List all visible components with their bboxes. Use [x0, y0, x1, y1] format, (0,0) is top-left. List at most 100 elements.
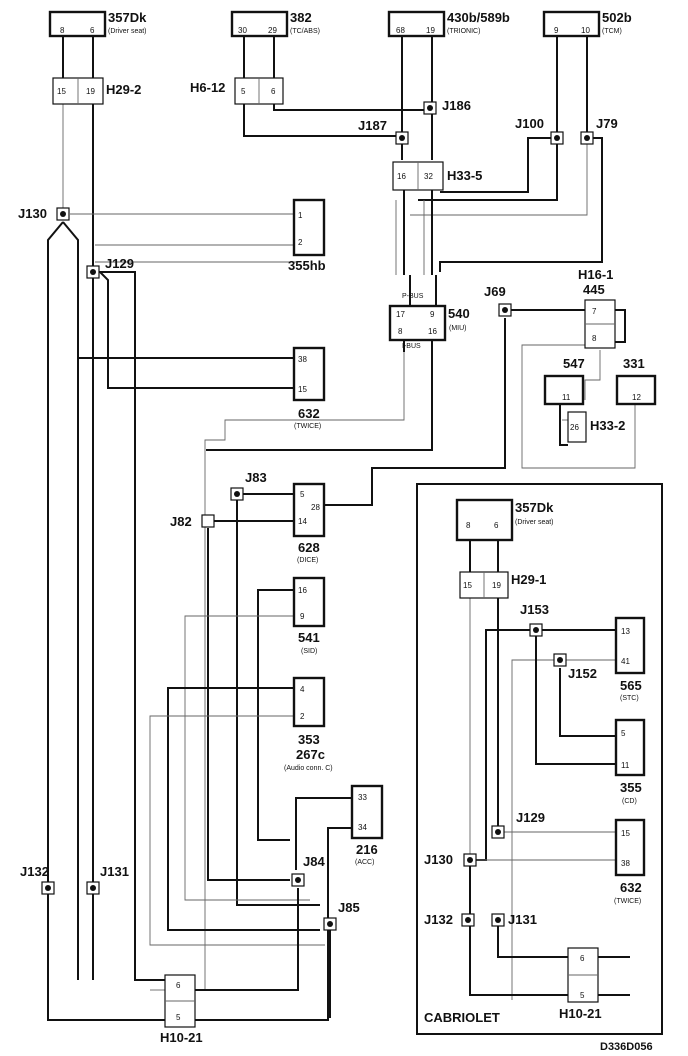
svg-text:15: 15	[621, 829, 630, 838]
component-382: 30 29 382 (TC/ABS)	[230, 10, 320, 38]
svg-text:355: 355	[620, 780, 642, 795]
svg-text:6: 6	[90, 26, 95, 35]
svg-text:5: 5	[300, 490, 305, 499]
junction-j69: J69	[484, 284, 512, 317]
svg-text:11: 11	[562, 393, 571, 402]
svg-text:(Audio conn. C): (Audio conn. C)	[284, 765, 333, 772]
svg-text:15: 15	[463, 581, 472, 590]
svg-text:H29-1: H29-1	[511, 572, 546, 587]
junction-j131: J131	[86, 864, 129, 895]
svg-text:28: 28	[311, 503, 320, 512]
svg-text:2: 2	[300, 712, 305, 721]
component-632-main: 38 15 632 (TWICE)	[292, 346, 326, 430]
svg-text:6: 6	[176, 981, 181, 990]
svg-text:J100: J100	[515, 116, 544, 131]
connector-h29-1: 15 19 H29-1	[459, 571, 546, 599]
svg-text:16: 16	[428, 327, 437, 336]
svg-text:J79: J79	[596, 116, 618, 131]
svg-text:540: 540	[448, 306, 470, 321]
svg-text:J129: J129	[105, 256, 134, 271]
svg-text:J131: J131	[508, 912, 537, 927]
svg-text:5: 5	[176, 1013, 181, 1022]
svg-text:J130: J130	[18, 206, 47, 221]
svg-text:J152: J152	[568, 666, 597, 681]
svg-text:(CD): (CD)	[622, 798, 637, 805]
component-632-cab: 15 38 632 (TWICE)	[614, 818, 646, 905]
svg-text:353: 353	[298, 732, 320, 747]
svg-text:(ACC): (ACC)	[355, 859, 374, 866]
svg-text:502b: 502b	[602, 10, 632, 25]
svg-text:357Dk: 357Dk	[515, 500, 554, 515]
junction-j129: J129	[86, 256, 134, 279]
junction-j130: J130	[18, 206, 70, 221]
svg-text:5: 5	[621, 729, 626, 738]
cabriolet-label: CABRIOLET	[424, 1010, 500, 1025]
svg-text:9: 9	[430, 310, 435, 319]
svg-text:J186: J186	[442, 98, 471, 113]
svg-text:H33-2: H33-2	[590, 418, 625, 433]
svg-text:2: 2	[298, 238, 303, 247]
connector-h33-2: 26 H33-2	[567, 411, 625, 443]
svg-text:J69: J69	[484, 284, 506, 299]
connector-h29-2: 15 19 H29-2	[52, 77, 141, 105]
component-353-267c: 4 2 353 267c (Audio conn. C)	[284, 676, 333, 772]
svg-text:357Dk: 357Dk	[108, 10, 147, 25]
svg-text:J131: J131	[100, 864, 129, 879]
svg-text:8: 8	[592, 334, 597, 343]
svg-text:(TCM): (TCM)	[602, 28, 622, 35]
component-547: 547 11	[543, 356, 585, 406]
svg-text:5: 5	[580, 991, 585, 1000]
svg-text:16: 16	[397, 172, 406, 181]
svg-text:26: 26	[570, 423, 579, 432]
svg-text:628: 628	[298, 540, 320, 555]
component-541-sid: 16 9 541 (SID)	[292, 576, 326, 655]
svg-text:331: 331	[623, 356, 645, 371]
svg-text:J82: J82	[170, 514, 192, 529]
svg-text:J129: J129	[516, 810, 545, 825]
svg-text:P-BUS: P-BUS	[402, 293, 424, 300]
svg-text:8: 8	[60, 26, 65, 35]
svg-text:15: 15	[57, 87, 66, 96]
svg-text:H10-21: H10-21	[559, 1006, 602, 1021]
component-357dk-top: 8 6 357Dk (Driver seat)	[48, 10, 147, 38]
junction-j85: J85	[323, 900, 360, 931]
svg-text:H10-21: H10-21	[160, 1030, 203, 1045]
svg-text:15: 15	[298, 385, 307, 394]
svg-text:41: 41	[621, 657, 630, 666]
svg-text:541: 541	[298, 630, 320, 645]
svg-text:565: 565	[620, 678, 642, 693]
svg-text:38: 38	[621, 859, 630, 868]
svg-text:267c: 267c	[296, 747, 325, 762]
component-331: 331 12	[615, 356, 657, 406]
svg-text:32: 32	[424, 172, 433, 181]
svg-text:(Driver seat): (Driver seat)	[515, 519, 554, 526]
svg-text:J83: J83	[245, 470, 267, 485]
connector-h6-12: 5 6 H6-12	[190, 77, 284, 105]
svg-text:30: 30	[238, 26, 247, 35]
junction-j83: J83	[230, 470, 267, 501]
figure-id: D336D056	[600, 1041, 653, 1053]
junction-j129-cab: J129	[491, 810, 545, 839]
svg-text:J187: J187	[358, 118, 387, 133]
connector-h10-21-cab: 6 5 H10-21	[559, 947, 602, 1021]
svg-text:8: 8	[466, 521, 471, 530]
connector-h16-1: H16-1 445 7 8	[578, 267, 616, 349]
component-502b: 9 10 502b (TCM)	[542, 10, 632, 38]
svg-text:19: 19	[426, 26, 435, 35]
svg-text:5: 5	[241, 87, 246, 96]
junction-j131-cab: J131	[491, 912, 537, 927]
junction-j132: J132	[20, 864, 55, 895]
junctions: J186 J187 J100 J79 J130 J129 J69 J83 J82…	[18, 98, 618, 931]
svg-text:16: 16	[298, 586, 307, 595]
svg-text:34: 34	[358, 823, 367, 832]
svg-text:4: 4	[300, 685, 305, 694]
svg-text:355hb: 355hb	[288, 258, 326, 273]
svg-text:12: 12	[632, 393, 641, 402]
svg-text:(TWICE): (TWICE)	[294, 423, 321, 430]
junction-j132-cab: J132	[424, 912, 475, 927]
svg-text:H16-1: H16-1	[578, 267, 613, 282]
svg-text:19: 19	[492, 581, 501, 590]
svg-text:445: 445	[583, 282, 605, 297]
svg-text:29: 29	[268, 26, 277, 35]
svg-text:J85: J85	[338, 900, 360, 915]
